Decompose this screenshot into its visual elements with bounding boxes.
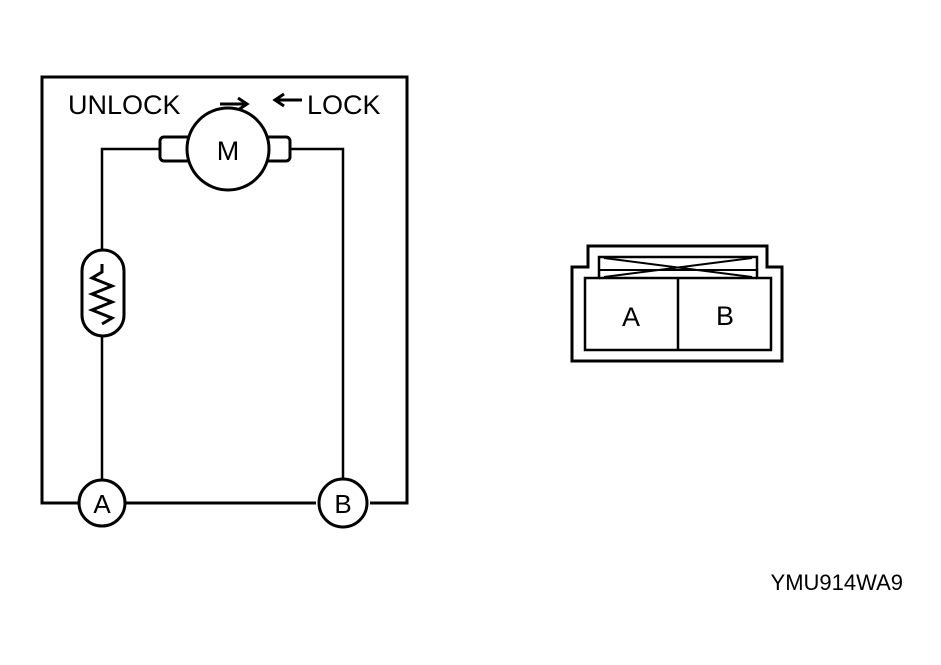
- unlock-arrow-icon: [220, 96, 250, 112]
- wire-right: [290, 147, 345, 481]
- resistor-icon: [80, 248, 126, 338]
- motor-icon: [158, 106, 292, 192]
- motor-label: M: [217, 136, 240, 166]
- lock-arrow-icon: [272, 92, 302, 108]
- wire-left: [100, 147, 160, 250]
- lock-label: LOCK: [307, 90, 381, 120]
- terminal-b-icon: [317, 477, 369, 529]
- connector-pin-a-label: A: [622, 302, 640, 332]
- figure-code: YMU914WA9: [771, 570, 903, 595]
- terminal-a-label: A: [93, 489, 111, 519]
- connector-pin-b-label: B: [716, 301, 734, 331]
- connector-housing: [570, 244, 784, 363]
- unlock-label: UNLOCK: [68, 90, 181, 120]
- actuator-housing-outline: [40, 75, 409, 505]
- terminal-a-icon: [77, 478, 127, 528]
- terminal-b-label: B: [334, 489, 351, 519]
